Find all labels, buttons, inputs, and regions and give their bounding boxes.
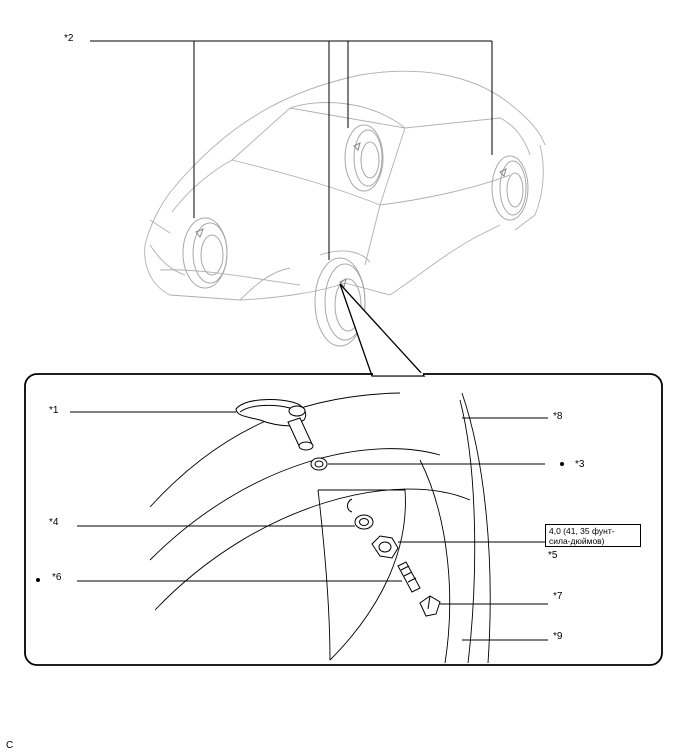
callout-label-9: *9	[553, 631, 563, 642]
detail-panel-frame	[24, 373, 663, 666]
torque-spec-box: 4,0 (41, 35 фунт- сила-дюймов)	[545, 524, 641, 547]
torque-spec-line-1: 4,0 (41, 35 фунт-	[549, 526, 615, 536]
callout-2-leaders	[90, 40, 493, 260]
new-part-marker-6	[36, 578, 40, 582]
callout-label-2: *2	[64, 33, 74, 44]
new-part-marker-3	[560, 462, 564, 466]
valve-cap	[419, 595, 441, 617]
callout-leaders	[70, 411, 548, 641]
vehicle-outline	[144, 70, 546, 301]
valve-hole-mark	[347, 498, 353, 513]
figure-code: C	[6, 740, 14, 751]
callout-label-6: *6	[52, 572, 62, 583]
valve	[397, 561, 421, 593]
washer	[354, 514, 374, 530]
grommet	[310, 457, 328, 471]
callout-label-1: *1	[49, 405, 59, 416]
zoom-pointer	[339, 283, 426, 377]
callout-label-3: *3	[575, 459, 585, 470]
tire-pressure-sensor	[235, 399, 314, 451]
callout-label-5: *5	[548, 550, 558, 561]
callout-label-8: *8	[553, 411, 563, 422]
wheel-rear-right	[491, 155, 529, 221]
callout-label-4: *4	[49, 517, 59, 528]
wheel-rear-left	[344, 124, 384, 192]
rim-lines	[149, 392, 491, 664]
torque-spec-line-2: сила-дюймов)	[549, 536, 605, 546]
nut	[371, 535, 399, 559]
wheel-front-right	[314, 257, 366, 347]
callout-label-7: *7	[553, 591, 563, 602]
wheel-front-left	[182, 217, 228, 289]
